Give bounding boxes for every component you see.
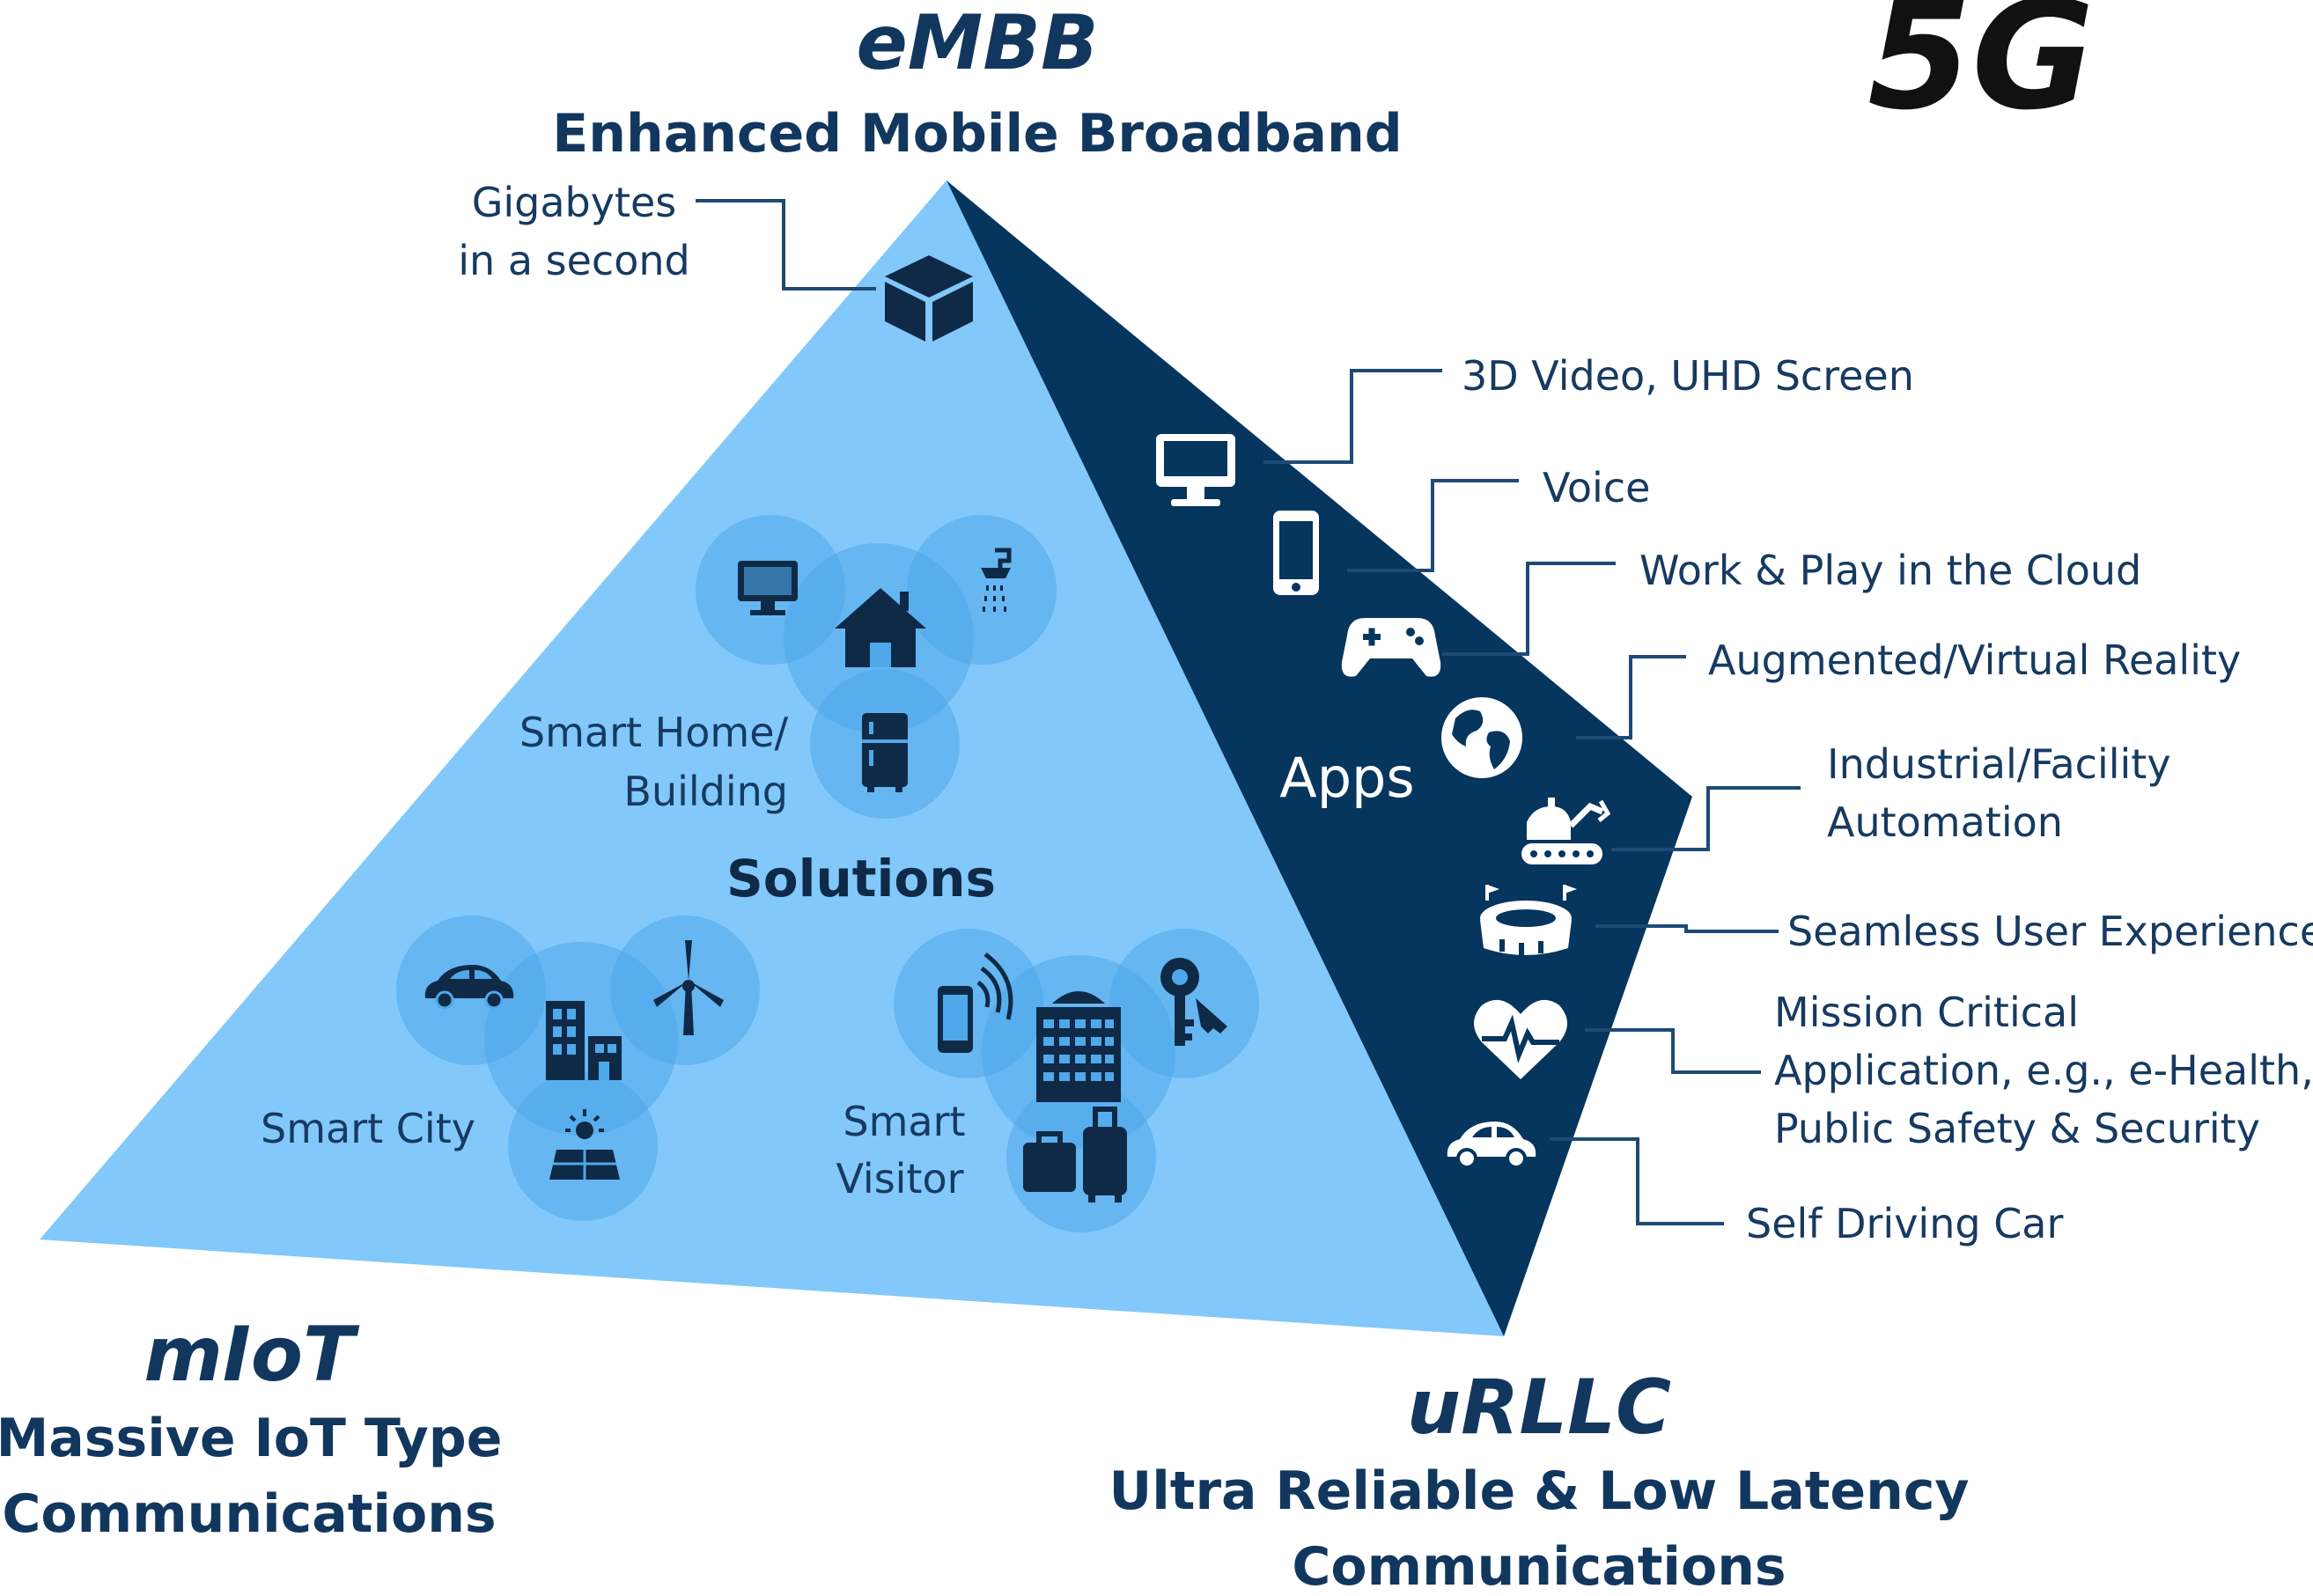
miot-acronym: mIoT <box>144 1311 360 1399</box>
shower-icon <box>981 548 1012 612</box>
mission-label-line3: Public Safety & Security <box>1774 1105 2260 1152</box>
smart-visitor-label-line1: Smart <box>843 1098 965 1145</box>
urllc-description-line1: Ultra Reliable & Low Latency <box>1109 1460 1969 1522</box>
miot-description-line1: Massive IoT Type <box>0 1408 502 1469</box>
industry-leader <box>1611 786 1801 851</box>
smart-home-cluster <box>696 515 1057 819</box>
industry-label-line1: Industrial/Facility <box>1827 740 2171 788</box>
fridge-icon <box>862 713 908 792</box>
video-leader <box>1263 369 1442 464</box>
wind-turbine-icon <box>653 940 724 1035</box>
urllc-acronym: uRLLC <box>1407 1364 1671 1452</box>
cloud-leader <box>1442 562 1616 656</box>
luggage-icon <box>1023 1107 1127 1203</box>
heart-pulse-icon <box>1474 999 1567 1079</box>
apps-label: Apps <box>1279 746 1414 810</box>
video-label: 3D Video, UHD Screen <box>1462 352 1914 400</box>
arvr-label: Augmented/Virtual Reality <box>1708 636 2241 684</box>
monitor-icon <box>1156 434 1235 506</box>
embb-acronym: eMBB <box>856 0 1098 87</box>
keys-icon <box>1160 958 1227 1046</box>
car-icon <box>424 965 514 1010</box>
cube-icon <box>885 255 973 342</box>
miot-description-line2: Communications <box>2 1483 496 1545</box>
voice-label: Voice <box>1543 464 1650 511</box>
stadium-icon <box>1480 885 1577 955</box>
industry-label-line2: Automation <box>1827 798 2063 846</box>
smart-home-label-line2: Building <box>623 768 788 815</box>
solutions-label: Solutions <box>726 849 996 908</box>
hotel-icon <box>1036 991 1121 1102</box>
robot-icon <box>1521 798 1611 864</box>
smart-visitor-label-line2: Visitor <box>836 1155 963 1203</box>
urllc-description-line2: Communications <box>1292 1536 1786 1596</box>
car-label: Self Driving Car <box>1746 1200 2063 1247</box>
monitor-icon <box>738 561 798 615</box>
buildings-icon <box>546 1001 622 1080</box>
house-icon <box>835 588 926 667</box>
gamepad-icon <box>1341 618 1441 677</box>
smartphone-icon <box>1273 511 1319 595</box>
seamless-leader <box>1595 924 1779 933</box>
car-leader <box>1550 1137 1724 1225</box>
voice-leader <box>1347 479 1519 572</box>
smart-home-label-line1: Smart Home/ <box>519 709 789 756</box>
gigabytes-line1: Gigabytes <box>472 179 677 226</box>
phone-wifi-icon <box>938 952 1013 1053</box>
arvr-leader <box>1576 655 1686 739</box>
mission-leader <box>1585 1028 1761 1074</box>
gigabytes-line2: in a second <box>458 237 689 284</box>
embb-description: Enhanced Mobile Broadband <box>552 103 1402 165</box>
gigabytes-leader <box>696 199 876 291</box>
mission-label-line1: Mission Critical <box>1774 989 2079 1036</box>
cloud-label: Work & Play in the Cloud <box>1639 547 2141 594</box>
car-icon <box>1447 1122 1536 1169</box>
seamless-label: Seamless User Experience <box>1787 908 2313 955</box>
mission-label-line2: Application, e.g., e-Health, <box>1774 1047 2313 1094</box>
5g-logo: 5G <box>1867 0 2095 143</box>
globe-icon <box>1441 697 1522 778</box>
smart-city-label: Smart City <box>261 1105 475 1152</box>
solar-panel-icon <box>549 1109 620 1180</box>
